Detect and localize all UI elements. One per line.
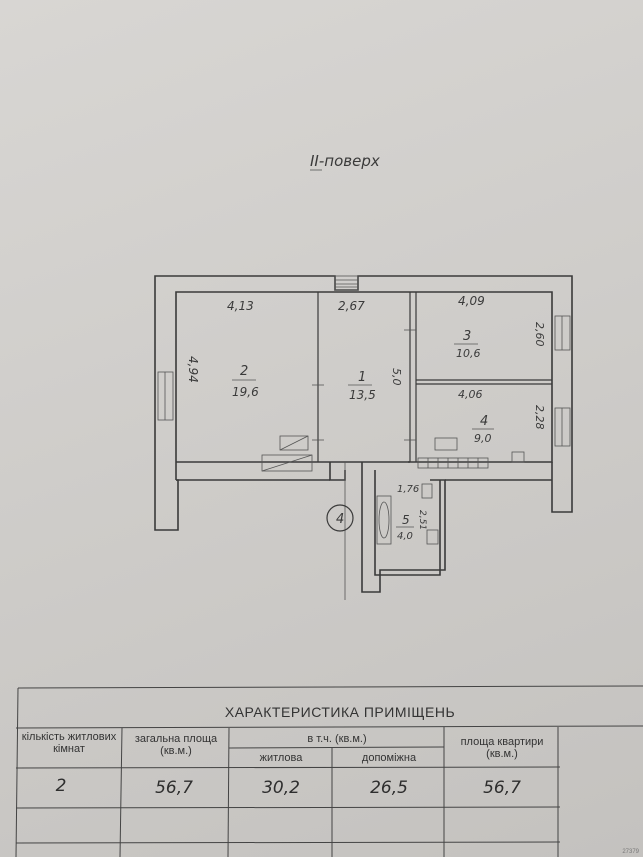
characteristics-table-grid (15, 685, 643, 857)
room-3-number: 3 (463, 329, 471, 344)
table-title: ХАРАКТЕРИСТИКА ПРИМІЩЕНЬ (224, 704, 456, 720)
bathroom-block (329, 462, 446, 600)
floor-title: ІІ-поверх (310, 152, 380, 170)
header-rooms-count: кількість житлових кімнат (21, 731, 117, 755)
header-total-area: загальна площа (кв.м.) (134, 733, 218, 757)
value-total-area: 56,7 (155, 778, 193, 798)
header-living: житлова (259, 752, 303, 764)
partitions (312, 292, 552, 462)
room-3-area: 10,6 (456, 347, 481, 360)
dim-room5-width: 1,76 (397, 484, 419, 495)
room-5-area: 4,0 (397, 531, 413, 542)
dim-room1-width: 2,67 (338, 299, 365, 313)
room-1-number: 1 (358, 370, 366, 385)
room-4-number: 4 (480, 414, 488, 429)
room-2-area: 19,6 (232, 385, 259, 399)
dim-room3-height: 2,60 (533, 322, 546, 347)
dim-room5-height: 2,51 (417, 510, 427, 530)
dim-room4-height: 2,28 (533, 405, 546, 430)
dim-room2-width: 4,13 (227, 299, 254, 313)
value-auxiliary: 26,5 (370, 778, 408, 798)
dimension-labels: 4,13 2,67 4,09 4,06 1,76 4,94 5,0 2,60 2… (186, 294, 546, 530)
corner-code: 27379 (622, 849, 639, 855)
fixtures (261, 435, 525, 472)
room-labels: 2 19,6 1 13,5 3 10,6 4 9,0 5 4,0 (232, 329, 494, 542)
room-2-number: 2 (240, 364, 248, 379)
room-1-area: 13,5 (349, 388, 376, 402)
header-apartment-area: площа квартири (кв.м.) (460, 736, 544, 760)
room-4-area: 9,0 (474, 432, 492, 445)
dim-room2-height: 4,94 (186, 356, 200, 383)
value-apartment-area: 56,7 (483, 778, 521, 798)
header-including: в т.ч. (кв.м.) (307, 733, 367, 745)
outer-walls (154, 275, 573, 531)
value-living: 30,2 (262, 778, 300, 798)
value-rooms-count: 2 (55, 776, 67, 796)
header-auxiliary: допоміжна (361, 752, 417, 764)
dim-room3-width: 4,09 (458, 294, 485, 308)
dim-room4-width: 4,06 (458, 388, 483, 401)
apartment-marker-label: 4 (336, 512, 344, 527)
room-5-number: 5 (402, 513, 410, 527)
dim-room1-height: 5,0 (390, 368, 403, 386)
apartment-marker: 4 (326, 504, 354, 532)
